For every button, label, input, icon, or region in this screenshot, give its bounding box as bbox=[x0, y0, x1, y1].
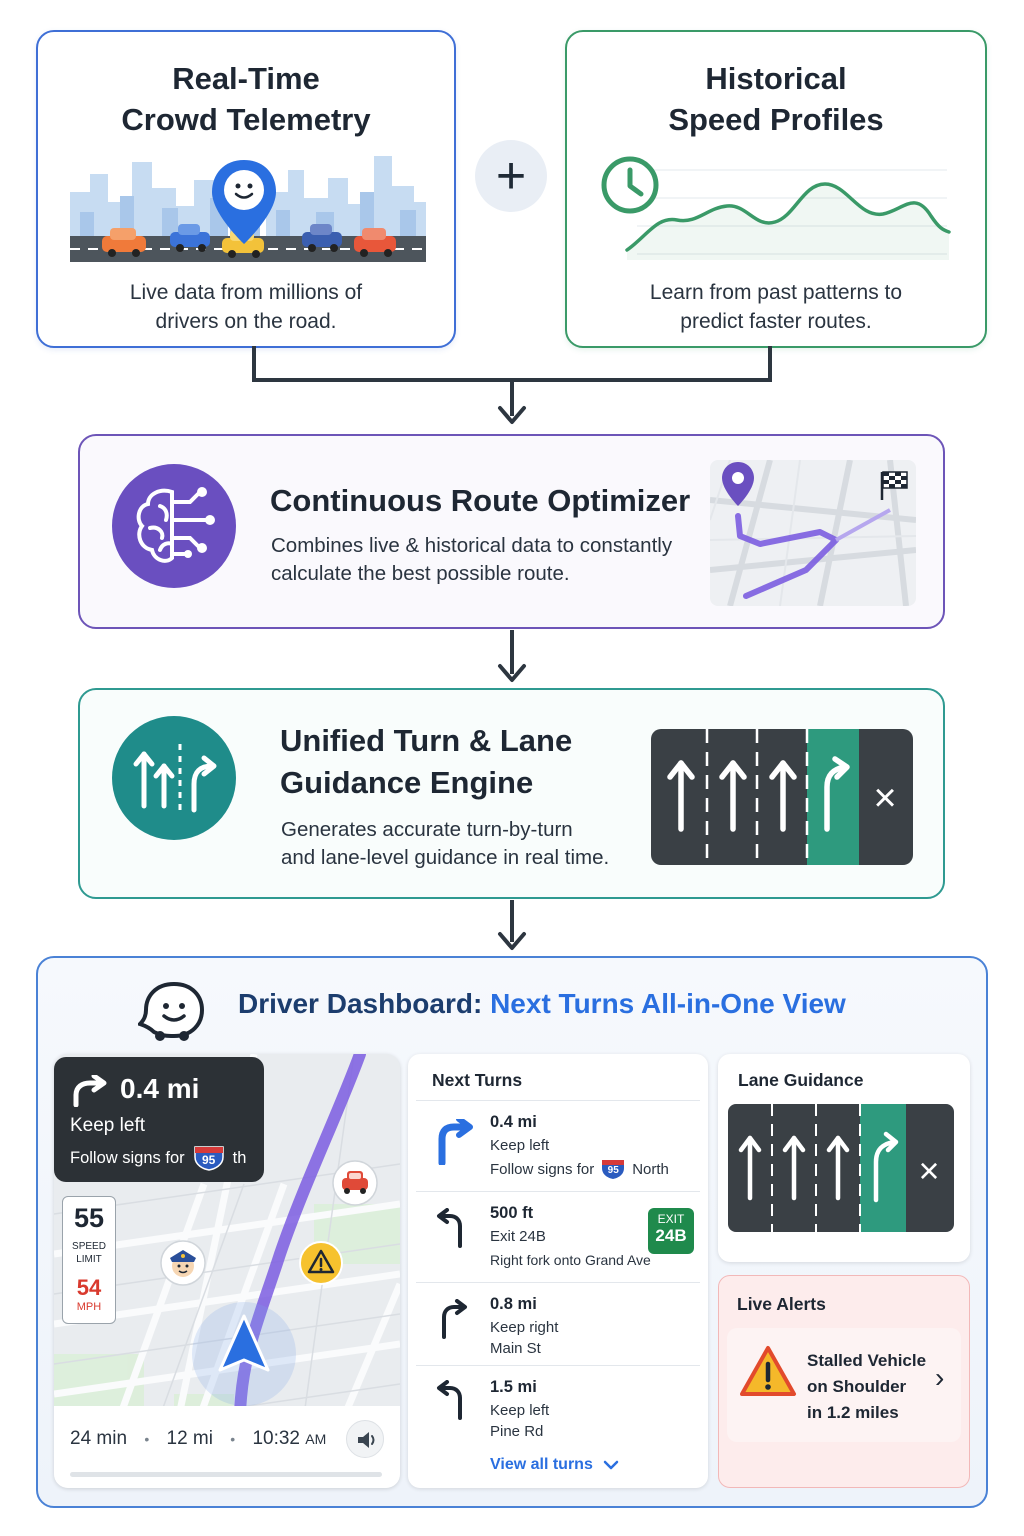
optimizer-description: Combines live & historical data to const… bbox=[271, 534, 673, 585]
alert-item[interactable]: Stalled Vehicle on Shoulder in 1.2 miles… bbox=[727, 1328, 961, 1442]
banner-follow-signs: Follow signs for 95 th bbox=[70, 1145, 246, 1171]
arrow-down-1 bbox=[498, 630, 526, 682]
guidance-title: Unified Turn & Lane Guidance Engine bbox=[280, 723, 573, 800]
turn-item-2[interactable]: 500 ft Exit 24B Right fork onto Grand Av… bbox=[416, 1191, 700, 1283]
turn-item-4[interactable]: 1.5 mi Keep left Pine Rd bbox=[416, 1365, 700, 1449]
checkered-flag-icon bbox=[882, 471, 908, 489]
live-alerts-title: Live Alerts bbox=[737, 1294, 826, 1314]
lane-closed-icon: × bbox=[918, 1150, 940, 1191]
traffic-car-icon[interactable] bbox=[330, 1158, 380, 1208]
lane-diagram bbox=[728, 1104, 954, 1232]
hazard-icon[interactable] bbox=[298, 1240, 344, 1286]
police-icon[interactable] bbox=[158, 1238, 208, 1288]
live-alerts-panel: Live Alerts Stalled Vehicle on Shoulder … bbox=[718, 1275, 970, 1488]
view-all-turns-link[interactable]: View all turns bbox=[490, 1456, 619, 1474]
banner-instruction: Keep left bbox=[70, 1115, 145, 1136]
lane-guidance-illustration bbox=[651, 729, 913, 865]
keep-right-blue-arrow-icon bbox=[438, 1119, 473, 1165]
turn-item-3[interactable]: 0.8 mi Keep right Main St bbox=[416, 1282, 700, 1366]
city-traffic-illustration bbox=[70, 156, 426, 262]
banner-distance: 0.4 mi bbox=[120, 1073, 200, 1104]
route-map-illustration bbox=[710, 460, 916, 606]
arrow-down-2 bbox=[498, 900, 526, 950]
brain-circuit-icon bbox=[112, 464, 236, 588]
guidance-engine-card: Unified Turn & Lane Guidance Engine Gene… bbox=[78, 688, 945, 899]
telemetry-card: Real-Time Crowd Telemetry bbox=[36, 30, 456, 348]
eta-bar: 24 min • 12 mi • 10:32 AM bbox=[54, 1406, 400, 1488]
turn-right-arrow-icon bbox=[73, 1075, 107, 1107]
exit-sign: EXIT 24B bbox=[648, 1208, 694, 1254]
current-speed: 54 bbox=[76, 1275, 102, 1300]
chevron-down-icon bbox=[603, 1460, 619, 1470]
optimizer-title: Continuous Route Optimizer bbox=[270, 483, 691, 518]
history-description: Learn from past patterns to predict fast… bbox=[649, 281, 903, 333]
waze-logo-icon bbox=[138, 981, 205, 1041]
clock-icon bbox=[601, 156, 659, 214]
speed-profile-chart bbox=[625, 169, 951, 260]
route-optimizer-card: Continuous Route Optimizer Combines live… bbox=[78, 434, 945, 629]
interstate-shield-icon: 95 bbox=[600, 1158, 626, 1180]
history-card: Historical Speed Profiles Learn from pas… bbox=[565, 30, 987, 348]
interstate-shield-icon: 95 bbox=[193, 1145, 225, 1171]
lane-guidance-panel: Lane Guidance × bbox=[718, 1054, 970, 1262]
plus-icon: + bbox=[475, 140, 547, 212]
merge-connector bbox=[252, 346, 772, 424]
sound-button[interactable] bbox=[346, 1420, 384, 1458]
warning-triangle-icon bbox=[740, 1346, 796, 1396]
guidance-description: Generates accurate turn-by-turn and lane… bbox=[281, 818, 610, 869]
speed-limit-sign: 55 SPEED LIMIT 54 MPH bbox=[62, 1196, 116, 1324]
dashboard-title: Driver Dashboard: Next Turns All-in-One … bbox=[238, 988, 846, 1019]
chevron-right-icon: › bbox=[935, 1362, 945, 1393]
telemetry-description: Live data from millions of drivers on th… bbox=[129, 281, 363, 333]
keep-right-arrow-icon bbox=[442, 1299, 467, 1339]
eta-summary: 24 min • 12 mi • 10:32 AM bbox=[70, 1428, 327, 1449]
trip-progress-bar bbox=[70, 1472, 382, 1477]
history-title: Historical Speed Profiles bbox=[668, 61, 884, 137]
keep-left-arrow-icon bbox=[437, 1380, 462, 1420]
alert-text: Stalled Vehicle on Shoulder in 1.2 miles bbox=[807, 1351, 927, 1422]
lane-closed-icon: × bbox=[873, 776, 897, 820]
turn-item-1[interactable]: 0.4 mi Keep left Follow signs for 95 Nor… bbox=[416, 1100, 700, 1192]
lane-arrows-icon bbox=[112, 716, 236, 840]
waze-pin-icon bbox=[212, 160, 276, 244]
next-turns-title: Next Turns bbox=[432, 1070, 523, 1090]
lane-guidance-title: Lane Guidance bbox=[738, 1070, 864, 1090]
nav-instruction-banner: 0.4 mi Keep left Follow signs for 95 th bbox=[54, 1057, 264, 1182]
turn-left-arrow-icon bbox=[437, 1208, 462, 1248]
telemetry-title: Real-Time Crowd Telemetry bbox=[121, 61, 371, 137]
next-turns-panel: Next Turns 0.4 mi Keep left Follow signs… bbox=[408, 1054, 708, 1488]
speaker-icon bbox=[358, 1432, 375, 1448]
